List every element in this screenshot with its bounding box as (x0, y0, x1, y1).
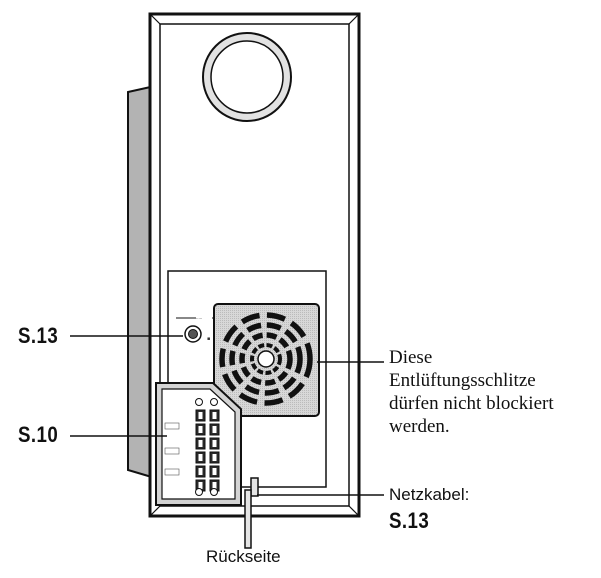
bass-reflex-port (202, 32, 292, 122)
vent-ring (229, 322, 303, 396)
vent-note-line: Diese (389, 347, 433, 368)
vent-note-line: Entlüftungsschlitze (389, 370, 536, 391)
vent-ring (219, 312, 313, 406)
speaker-terminal-slot (212, 482, 217, 489)
speaker-terminal-slot (212, 426, 217, 433)
power-cable-label: Netzkabel: (389, 485, 470, 504)
speaker-terminal-slot (198, 426, 203, 433)
speaker-terminal-slot (212, 468, 217, 475)
power-cable-ref: S.13 (389, 508, 430, 533)
vent-note: Diese Entlüftungsschlitze dürfen nicht b… (389, 346, 554, 438)
speaker-terminal-panel (155, 382, 242, 506)
speaker-terminal-slot (198, 454, 203, 461)
svg-text:·····: ····· (196, 316, 202, 321)
ref-speakers-label: S.10 (18, 422, 59, 447)
vent-note-line: dürfen nicht blockiert (389, 393, 554, 414)
vent-ring (250, 343, 282, 375)
speaker-terminal-slot (198, 482, 203, 489)
speaker-terminal-slot (212, 454, 217, 461)
vent-ring (239, 332, 293, 386)
ventilation-grille (213, 303, 320, 417)
speaker-terminal-slot (212, 440, 217, 447)
connector-socket: ····· ▪ (176, 315, 221, 343)
svg-text:▪: ▪ (207, 336, 210, 342)
power-cable (244, 477, 259, 549)
speaker-terminal-slot (198, 468, 203, 475)
speaker-terminal-slot (198, 412, 203, 419)
vent-note-line: werden. (389, 416, 450, 437)
speaker-terminal-slot (212, 412, 217, 419)
speaker-terminal-slot (198, 440, 203, 447)
caption: Rückseite (206, 547, 281, 566)
ref-connector-label: S.13 (18, 323, 59, 348)
